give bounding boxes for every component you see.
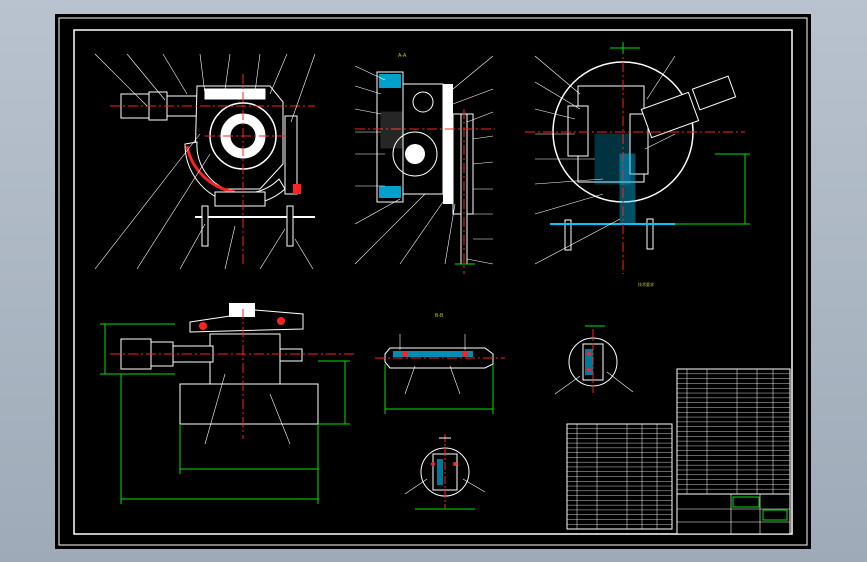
top-view-housing <box>209 333 281 385</box>
detail-view-1 <box>554 325 634 395</box>
side-view-slide <box>619 153 636 225</box>
title-block <box>676 493 791 535</box>
leader-lines <box>94 53 316 270</box>
top-view-base <box>179 383 319 425</box>
section-a-plate <box>443 84 453 204</box>
section-b-label: B-B <box>435 313 444 319</box>
detail-view-2 <box>404 434 486 510</box>
title-block-name-cell <box>732 496 760 508</box>
technical-requirements-title: 技术要求 <box>638 282 654 287</box>
cad-viewport[interactable]: A-A <box>55 14 811 549</box>
inner-frame <box>73 29 793 535</box>
front-view <box>94 53 316 270</box>
section-a-label: A-A <box>398 53 407 59</box>
section-b-view: B-B <box>375 313 505 414</box>
title-block-code-cell <box>762 509 788 521</box>
side-view-motor <box>691 75 737 111</box>
tension-arm <box>284 115 298 195</box>
side-view <box>525 42 750 274</box>
top-view <box>100 303 355 504</box>
outer-frame <box>58 17 808 546</box>
sector-arc <box>184 141 286 205</box>
engineering-drawing: A-A <box>58 17 808 546</box>
section-a-view: A-A <box>354 53 495 274</box>
